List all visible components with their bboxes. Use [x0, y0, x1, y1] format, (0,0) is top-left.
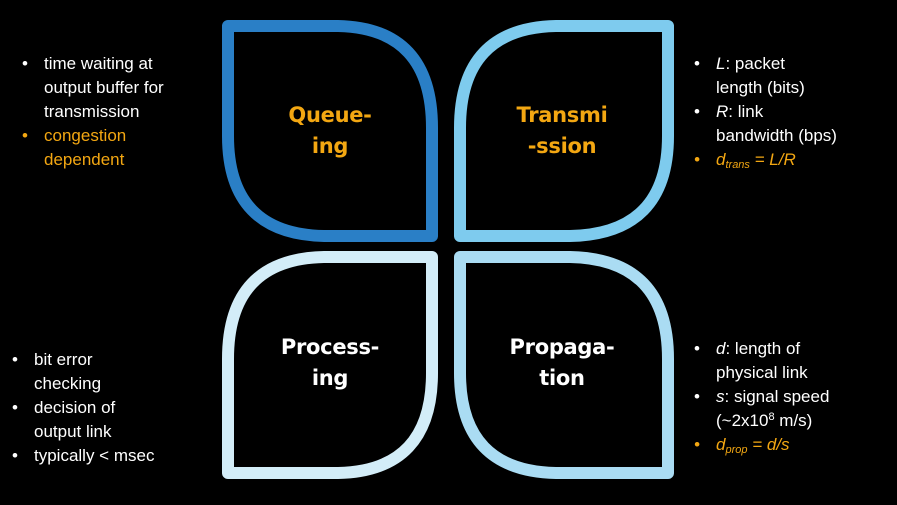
queueing-petal: [222, 20, 438, 242]
propagation-formula: dprop = d/s: [690, 433, 895, 457]
queueing-note-congestion: congestion dependent: [18, 124, 218, 172]
queueing-label-line2: ing: [311, 134, 349, 158]
processing-petal: [222, 251, 438, 479]
exponent: 8: [768, 411, 775, 423]
note-line: length (bits): [716, 78, 805, 97]
propagation-note-length: d: length of physical link: [690, 337, 895, 385]
processing-label-line2: ing: [311, 366, 349, 390]
processing-label: Process- ing: [250, 332, 410, 394]
note-line: checking: [34, 374, 102, 393]
transmission-formula: dtrans = L/R: [690, 148, 895, 172]
processing-note-typically: typically < msec: [8, 444, 218, 468]
transmission-notes: L: packet length (bits) R: link bandwidt…: [690, 52, 895, 172]
formula-rest: = L/R: [749, 150, 796, 169]
queueing-label-line1: Queue-: [288, 103, 372, 127]
queueing-note-waiting: time waiting at output buffer for transm…: [18, 52, 218, 124]
propagation-label-line2: tion: [539, 366, 585, 390]
formula-d: d: [716, 150, 726, 169]
transmission-note-bandwidth: R: link bandwidth (bps): [690, 100, 895, 148]
processing-label-line1: Process-: [280, 335, 380, 359]
var-d: d: [716, 339, 726, 358]
note-line: decision of: [34, 398, 116, 417]
propagation-label: Propaga- tion: [482, 332, 642, 394]
note-line: physical link: [716, 363, 808, 382]
propagation-notes: d: length of physical link s: signal spe…: [690, 337, 895, 457]
note-text: : length of: [725, 339, 801, 358]
var-s: s: [716, 387, 725, 406]
propagation-note-signal-speed: s: signal speed (~2x108 m/s): [690, 385, 895, 433]
formula-subscript: trans: [725, 159, 750, 171]
formula-subscript: prop: [725, 444, 748, 456]
transmission-label-line1: Transmi: [516, 103, 608, 127]
note-text: (~2x10: [716, 411, 769, 430]
note-text: : signal speed: [724, 387, 830, 406]
formula-rest: = d/s: [747, 435, 790, 454]
transmission-label: Transmi -ssion: [482, 100, 642, 162]
processing-note-decision: decision of output link: [8, 396, 218, 444]
formula-d: d: [716, 435, 726, 454]
note-line: output link: [34, 422, 112, 441]
note-text: m/s): [774, 411, 813, 430]
note-line: transmission: [44, 102, 140, 121]
propagation-petal: [454, 251, 674, 479]
note-text: : packet: [725, 54, 786, 73]
processing-note-bit-error: bit error checking: [8, 348, 218, 396]
note-line: dependent: [44, 150, 125, 169]
note-line: time waiting at: [44, 54, 153, 73]
note-line: typically < msec: [34, 446, 155, 465]
queueing-label: Queue- ing: [250, 100, 410, 162]
transmission-label-line2: -ssion: [527, 134, 597, 158]
note-line: output buffer for: [44, 78, 164, 97]
note-line: bit error: [34, 350, 93, 369]
note-line: bandwidth (bps): [716, 126, 837, 145]
var-L: L: [716, 54, 726, 73]
var-R: R: [716, 102, 729, 121]
note-text: : link: [728, 102, 764, 121]
transmission-note-packet-length: L: packet length (bits): [690, 52, 895, 100]
propagation-label-line1: Propaga-: [509, 335, 615, 359]
note-line: congestion: [44, 126, 127, 145]
processing-notes: bit error checking decision of output li…: [8, 348, 218, 468]
transmission-petal: [454, 20, 674, 242]
queueing-notes: time waiting at output buffer for transm…: [18, 52, 218, 172]
